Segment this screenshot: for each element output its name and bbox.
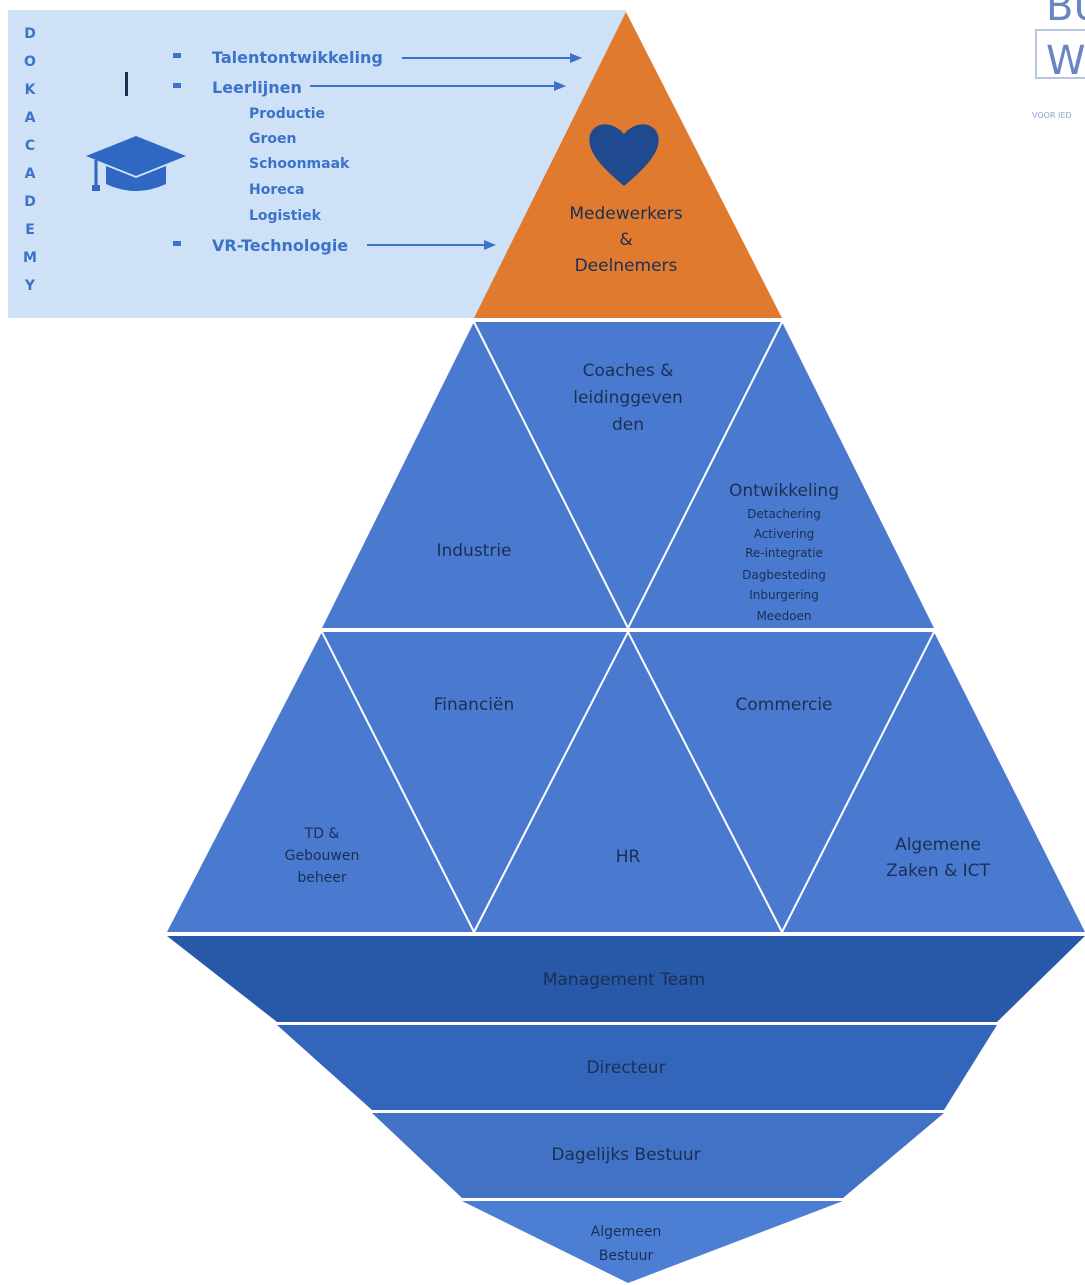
algemene-zaken-label-line: Algemene <box>895 835 981 855</box>
governance-base: Management Team Directeur Dagelijks Best… <box>167 936 1085 1283</box>
apex-label-line: Deelnemers <box>575 256 678 276</box>
ontwikkeling-item: Dagbesteding <box>742 568 826 582</box>
apex-triangle: Medewerkers & Deelnemers <box>474 12 782 318</box>
td-label-line: Gebouwen <box>285 848 360 864</box>
divider-line <box>473 631 629 933</box>
ontwikkeling-item: Activering <box>754 527 815 541</box>
academy-letter: A <box>25 166 36 182</box>
leerlijn-item: Logistiek <box>249 208 322 224</box>
academy-letter: E <box>25 222 35 238</box>
logo-letters-top: BU <box>1046 0 1085 30</box>
academy-letter: K <box>25 82 37 98</box>
algemeen-bestuur-band <box>462 1201 843 1283</box>
ontwikkeling-title: Ontwikkeling <box>729 481 839 501</box>
academy-letter: C <box>25 138 35 154</box>
directeur-label: Directeur <box>586 1058 665 1078</box>
bullet-marker <box>173 241 181 246</box>
algemene-zaken-label-line: Zaken & ICT <box>886 861 990 881</box>
academy-vertical-title: D O K A C A D E M Y <box>23 26 37 294</box>
commercie-label: Commercie <box>736 695 833 715</box>
divider-line <box>321 631 475 933</box>
logo-letter-main: W <box>1046 38 1085 84</box>
logo-tagline: VOOR IED <box>1032 111 1072 120</box>
leerlijn-item: Productie <box>249 106 325 122</box>
dagelijks-bestuur-band <box>372 1113 944 1198</box>
academy-bullet-list: Talentontwikkeling Leerlijnen Productie … <box>173 48 582 255</box>
logo-box <box>1035 29 1085 79</box>
bullet-item-vr-technologie: VR-Technologie <box>212 236 348 255</box>
ontwikkeling-item: Meedoen <box>756 609 811 623</box>
arrowhead-icon <box>484 240 496 250</box>
upper-tier-shape <box>322 322 934 628</box>
ontwikkeling-item: Detachering <box>747 507 821 521</box>
arrowhead-icon <box>554 81 566 91</box>
coaches-label-line: leidinggeven <box>573 388 683 408</box>
ontwikkeling-item: Re-integratie <box>745 546 823 560</box>
algemeen-bestuur-label-line: Bestuur <box>599 1248 654 1264</box>
algemeen-bestuur-label-line: Algemeen <box>591 1224 662 1240</box>
middle-tier: Financiën Commercie TD & Gebouwen beheer… <box>167 631 1085 933</box>
coaches-label-line: den <box>612 415 644 435</box>
td-label-line: TD & <box>304 826 340 842</box>
divider-line <box>627 631 783 933</box>
bullet-item-talentontwikkeling: Talentontwikkeling <box>212 48 383 67</box>
divider-line <box>781 631 935 933</box>
apex-label-line: & <box>619 230 632 250</box>
dagelijks-bestuur-label: Dagelijks Bestuur <box>551 1145 700 1165</box>
financien-label: Financiën <box>434 695 515 715</box>
td-label-line: beheer <box>297 870 347 886</box>
partial-logo: BU W VOOR IED <box>1032 0 1085 120</box>
arrowhead-icon <box>570 53 582 63</box>
divider-line <box>627 321 783 629</box>
apex-label-line: Medewerkers <box>569 204 682 224</box>
academy-letter: A <box>25 110 36 126</box>
academy-letter: Y <box>24 278 36 294</box>
industrie-label: Industrie <box>436 541 511 561</box>
leerlijn-item: Groen <box>249 131 296 147</box>
leerlijn-item: Horeca <box>249 182 304 198</box>
management-team-band <box>167 936 1085 1022</box>
leerlijn-item: Schoonmaak <box>249 156 350 172</box>
upper-tier: Coaches & leidinggeven den Industrie Ont… <box>322 321 934 629</box>
bullet-marker <box>173 53 181 58</box>
academy-divider-bar <box>125 72 128 96</box>
ontwikkeling-item: Inburgering <box>749 588 819 602</box>
heart-icon <box>589 124 659 186</box>
hr-label: HR <box>616 847 641 867</box>
directeur-band <box>277 1025 997 1110</box>
graduation-cap-icon <box>86 136 186 191</box>
academy-letter: D <box>24 26 36 42</box>
academy-letter: D <box>24 194 36 210</box>
academy-letter: M <box>23 250 37 266</box>
management-team-label: Management Team <box>543 970 705 990</box>
coaches-label-line: Coaches & <box>583 361 674 381</box>
bullet-item-leerlijnen: Leerlijnen <box>212 78 302 97</box>
bullet-marker <box>173 83 181 88</box>
middle-tier-shape <box>167 632 1085 932</box>
divider-line <box>473 321 629 629</box>
academy-letter: O <box>24 54 36 70</box>
